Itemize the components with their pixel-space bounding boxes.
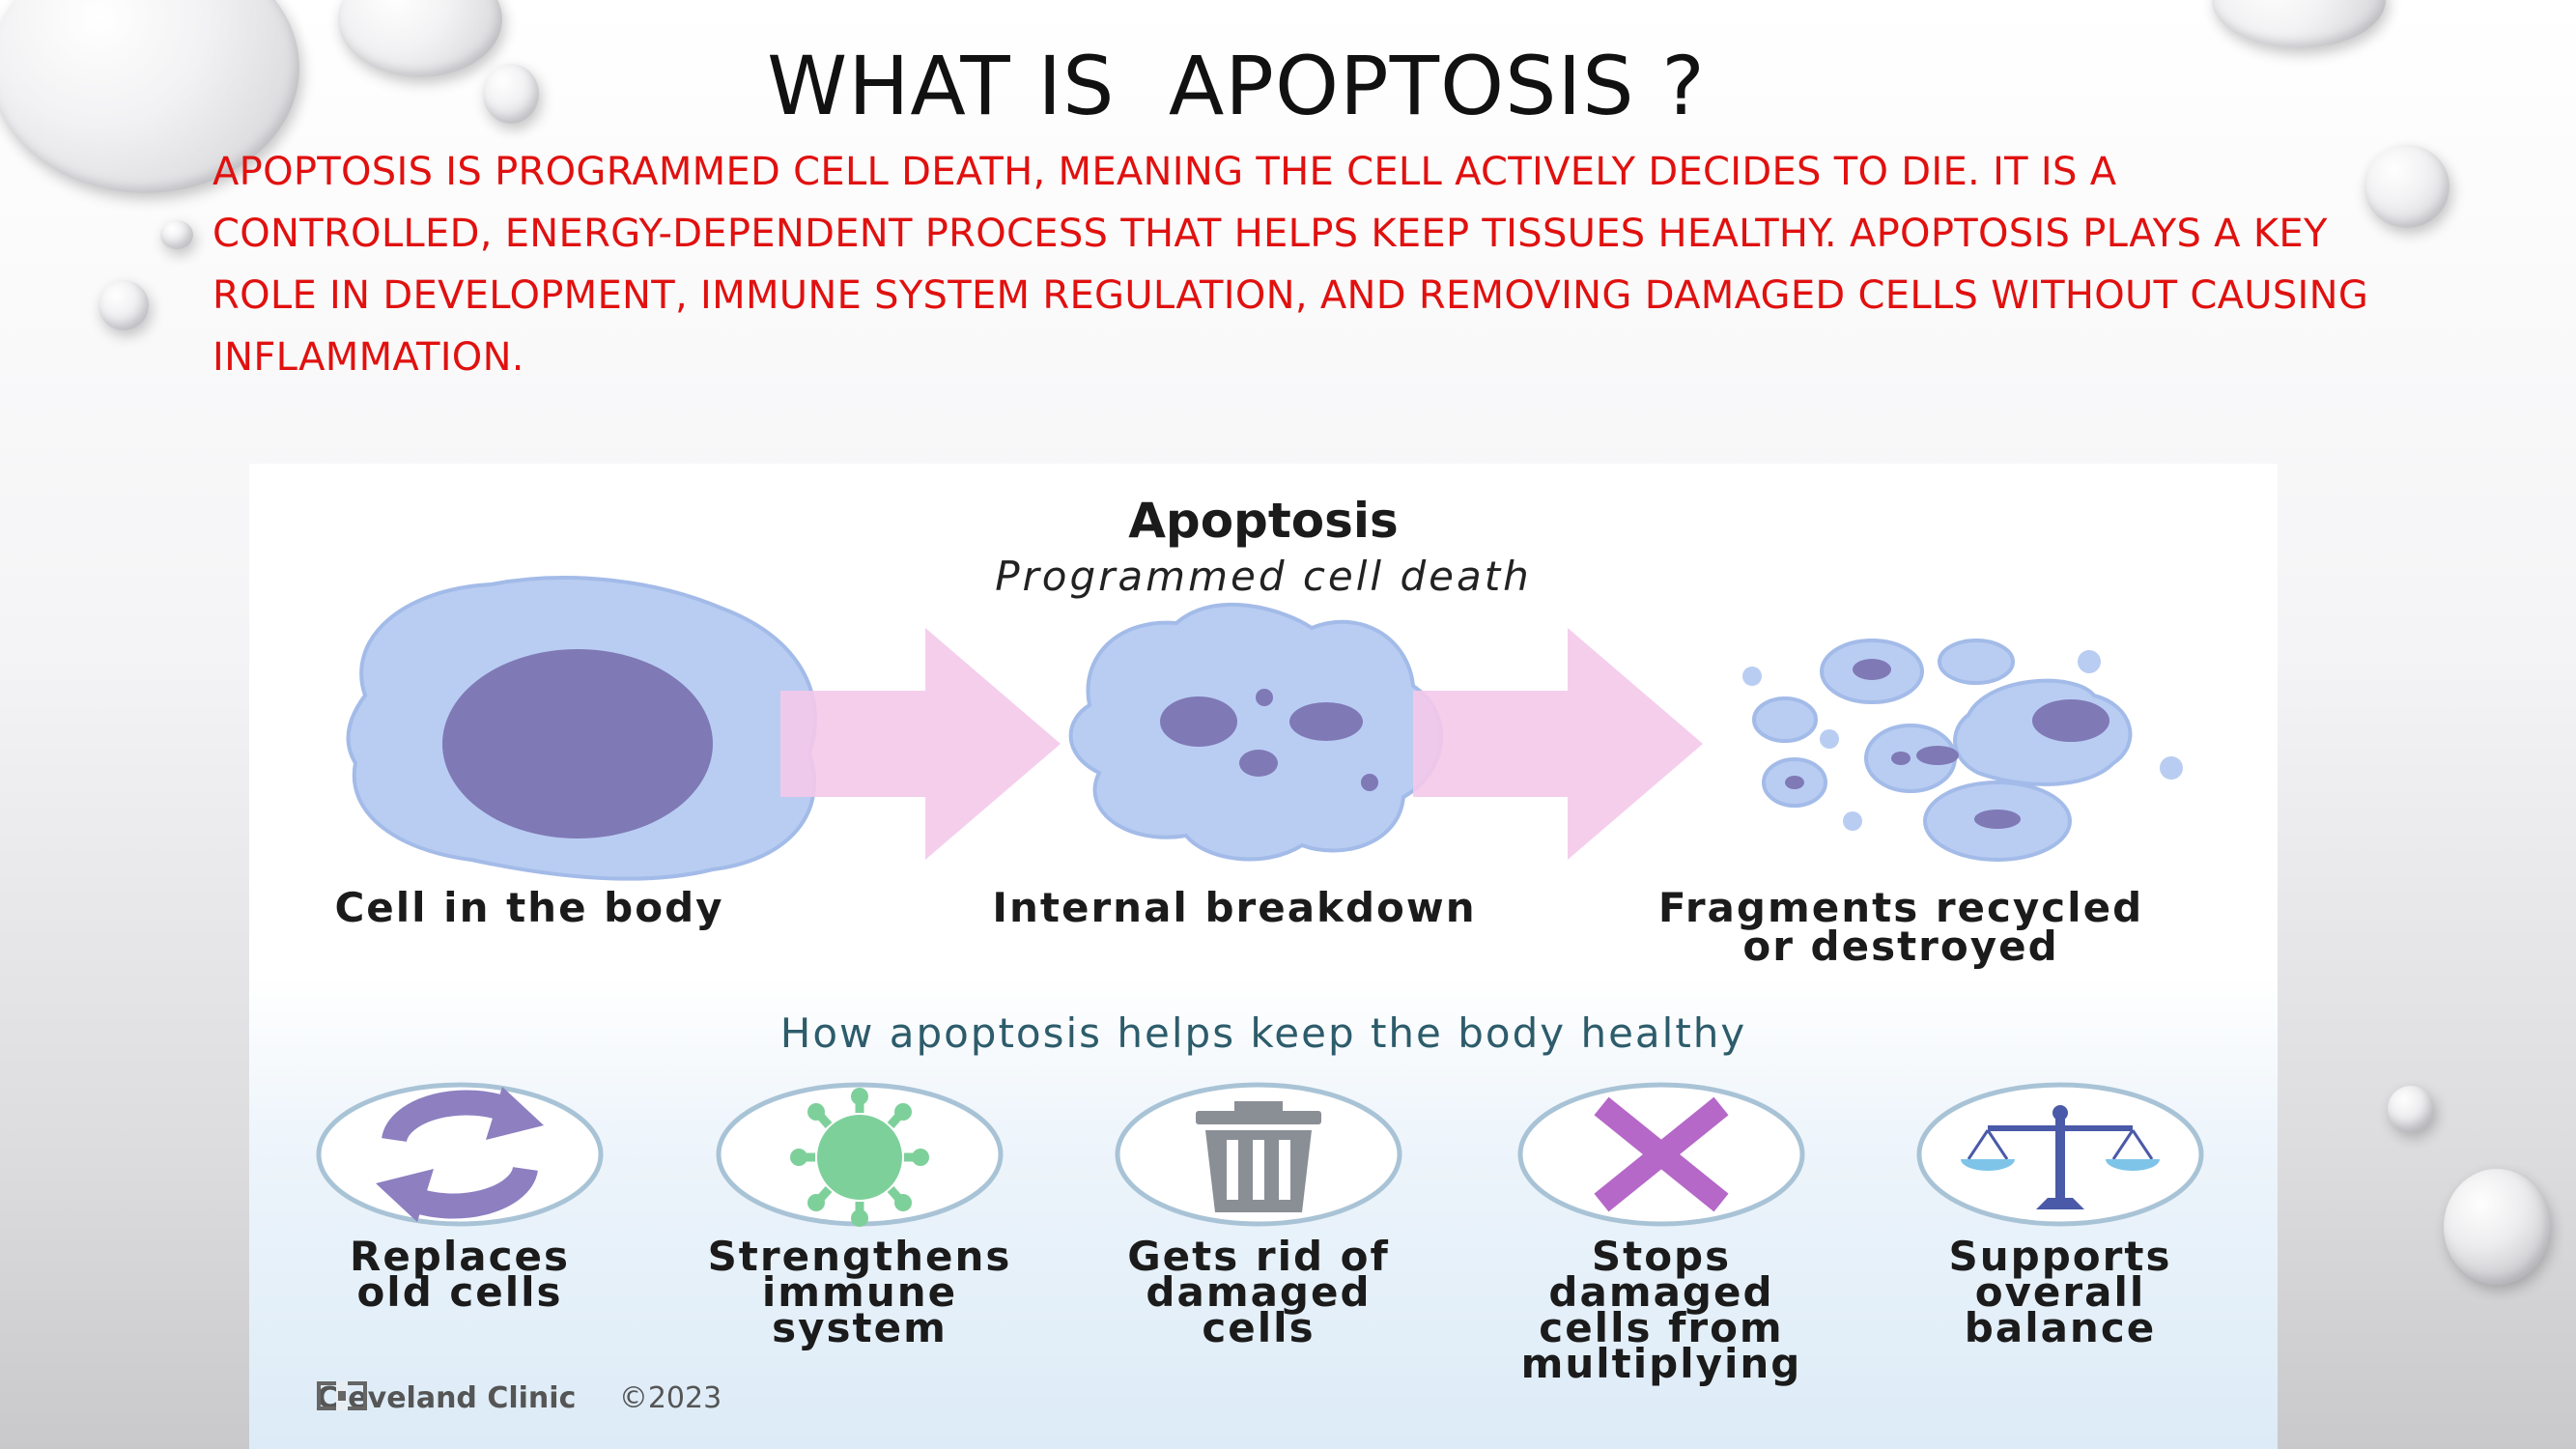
nucleus-fragment (1256, 689, 1273, 706)
nucleus-fragment (1160, 696, 1237, 747)
healthy-cell-illustration (346, 576, 817, 881)
cell-nucleus (442, 649, 713, 838)
benefit-label: Stops damaged cells from multiplying (1520, 1233, 1802, 1387)
water-drop-decoration (2444, 1169, 2550, 1285)
benefit-label: Strengthens immune system (707, 1233, 1012, 1351)
water-drop-decoration (483, 64, 539, 124)
apoptotic-body (2160, 756, 2183, 780)
water-drop-decoration (160, 220, 193, 249)
benefit-label: Gets rid of damaged cells (1127, 1233, 1390, 1351)
balance-scale-icon (1916, 1082, 2204, 1227)
credit-year: ©2023 (618, 1381, 722, 1415)
shrinking-cell-membrane (1068, 602, 1444, 862)
nucleus-fragment (1916, 746, 1959, 765)
cleveland-clinic-logo-icon (317, 1381, 367, 1410)
trash-can-icon (1115, 1082, 1402, 1227)
x-mark-icon (1517, 1082, 1805, 1227)
apoptotic-body (1752, 696, 1818, 743)
benefit-label: Supports overall balance (1948, 1233, 2172, 1351)
benefit-label: Replaces old cells (349, 1233, 570, 1316)
slide-title: WHAT IS APOPTOSIS ? (767, 39, 1706, 133)
virus-icon (716, 1082, 1004, 1227)
water-drop-decoration (99, 280, 149, 330)
infographic-artwork (316, 576, 2204, 1227)
apoptotic-body (2078, 650, 2101, 673)
water-drop-decoration (2388, 1086, 2434, 1132)
nucleus-fragment (1289, 702, 1363, 741)
progress-arrow (780, 628, 1061, 860)
intro-paragraph: Apoptosis is programmed cell death, mean… (212, 150, 2369, 380)
progress-arrow (1413, 628, 1703, 860)
stage-label: Internal breakdown (992, 884, 1477, 931)
nucleus-fragment (2032, 699, 2109, 742)
nucleus-fragment (1361, 774, 1378, 791)
cell-fragments-illustration (1742, 639, 2183, 862)
image-credit: Cleveland Clinic ©2023 (317, 1381, 722, 1415)
apoptotic-body (1742, 667, 1762, 686)
recycle-arrows-icon (316, 1082, 604, 1227)
water-drop-decoration (2364, 145, 2449, 228)
breakdown-cell-illustration (1068, 602, 1444, 862)
nucleus-fragment (1853, 659, 1891, 680)
apoptotic-body (1938, 639, 2015, 685)
health-benefits-heading: How apoptosis helps keep the body health… (779, 1009, 1747, 1057)
nucleus-fragment (1891, 752, 1911, 765)
apoptotic-body (1820, 729, 1839, 749)
nucleus-fragment (1239, 750, 1278, 777)
stage-label: Fragments recycled or destroyed (1657, 884, 2144, 970)
nucleus-fragment (1785, 776, 1804, 789)
apoptotic-body (1843, 811, 1862, 831)
infographic-subtitle: Programmed cell death (995, 553, 1532, 600)
nucleus-fragment (1974, 810, 2021, 829)
infographic-title: Apoptosis (1128, 493, 1399, 549)
apoptosis-infographic: Apoptosis Programmed cell death Cell in … (249, 464, 2278, 1449)
stage-label: Cell in the body (334, 884, 724, 931)
